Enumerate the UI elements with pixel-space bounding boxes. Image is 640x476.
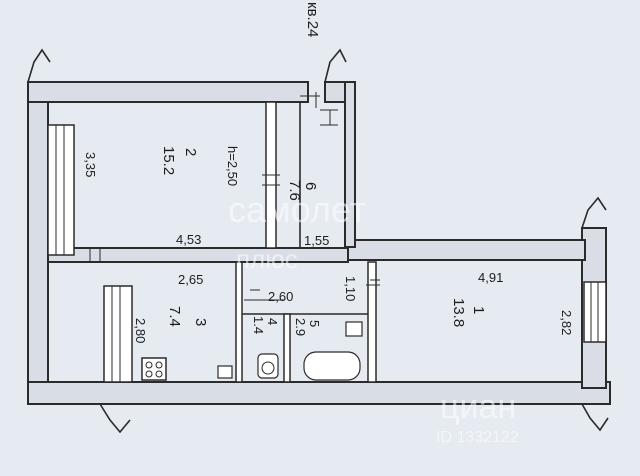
bathtub-icon: [303, 351, 361, 381]
dim-room3-width: 2,65: [178, 272, 203, 287]
window-room1: [583, 281, 607, 343]
room2-area: 15.2: [160, 146, 177, 175]
west-wall-upper: [27, 81, 49, 401]
room6-number: 6: [302, 182, 319, 190]
north-wall: [27, 81, 309, 103]
partition-wc-bath: [283, 313, 291, 383]
partition-room3-bath: [235, 261, 243, 383]
stove-icon: [141, 357, 167, 381]
fixtures: [141, 321, 363, 381]
room5-area: 2.9: [293, 318, 308, 336]
dim-room2-height: 3,35: [83, 152, 98, 177]
window-room2: [47, 124, 75, 256]
window-room3: [103, 285, 133, 383]
wall-breaks: [27, 48, 609, 434]
room3-area: 7.4: [166, 306, 183, 327]
doors: [89, 109, 380, 291]
room3-number: 3: [192, 318, 209, 326]
room6-area: 7.6: [286, 180, 303, 201]
dim-room1-width: 4,91: [478, 270, 503, 285]
windows: [47, 124, 607, 383]
room4-number: 4: [265, 318, 280, 325]
labels: кв.24 3,35 2 15.2 h=2,50 6 7.6 4,53 1,55…: [83, 2, 574, 343]
room2-number: 2: [182, 148, 199, 156]
watermark-samolet: самолет: [228, 189, 366, 230]
dim-room1-height: 2,82: [559, 310, 574, 335]
south-wall: [27, 381, 611, 405]
watermark-cian: циан: [440, 388, 516, 426]
room4-area: 1.4: [251, 316, 266, 334]
room5-number: 5: [307, 320, 322, 327]
dim-bath-depth: 1,10: [343, 276, 358, 301]
middle-wall: [47, 247, 349, 263]
partition-bath-room1: [367, 261, 377, 383]
break-east-top: [581, 196, 607, 229]
bath-sink-icon: [345, 321, 363, 337]
apartment-label: кв.24: [304, 2, 321, 37]
room1-number: 1: [470, 306, 487, 314]
break-south: [99, 403, 131, 434]
break-ne: [324, 48, 347, 83]
room6-east-wall: [344, 81, 356, 248]
watermark-cian-id: ID 1332122: [436, 429, 519, 446]
dim-corridor-width: 1,55: [304, 233, 329, 248]
room1-area: 13.8: [450, 298, 467, 327]
dim-room3-height: 2,80: [133, 318, 148, 343]
dimension-marks: [244, 92, 380, 301]
break-east-bottom: [581, 403, 609, 432]
room1-north-wall: [344, 239, 586, 261]
break-nw: [27, 48, 51, 83]
ceiling-height: h=2,50: [225, 146, 240, 186]
watermark-plus: плюс: [236, 244, 298, 274]
watermarks: самолет плюс циан ID 1332122: [228, 189, 519, 446]
dim-bath-width: 2,60: [268, 289, 293, 304]
dim-room2-width: 4,53: [176, 232, 201, 247]
kitchen-sink-icon: [217, 365, 233, 379]
